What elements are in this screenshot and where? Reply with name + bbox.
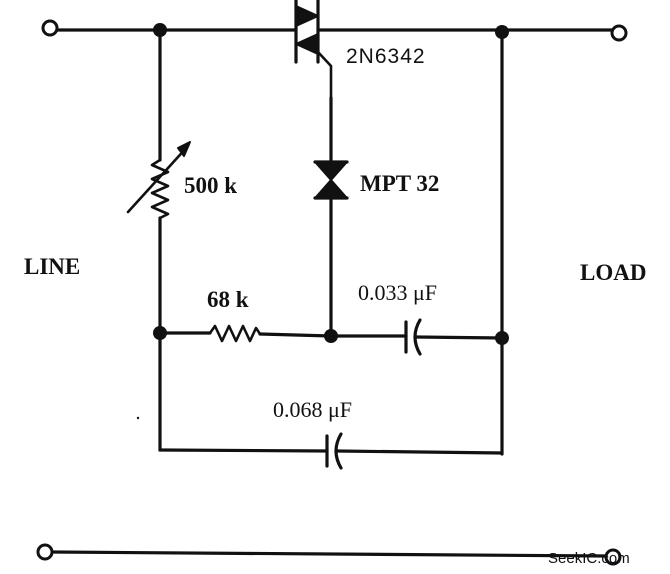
junction-dot <box>495 25 509 39</box>
load-terminal-bottom[interactable] <box>604 548 622 566</box>
capacitor-large-label: 0.068 μF <box>273 397 352 422</box>
load-label: LOAD <box>580 260 646 285</box>
resistor-68k <box>208 324 262 343</box>
line-terminal-top[interactable] <box>41 19 59 37</box>
line-terminal-bottom[interactable] <box>36 543 54 561</box>
line-label: LINE <box>24 254 80 279</box>
capacitor-small-label: 0.033 μF <box>358 280 437 305</box>
resistor-label: 68 k <box>207 287 249 312</box>
potentiometer-label: 500 k <box>184 173 237 198</box>
lower-wire <box>158 448 504 455</box>
capacitor-0.033uF <box>404 318 422 356</box>
junction-dot <box>324 329 338 343</box>
diac-label: MPT 32 <box>360 171 439 196</box>
stray-mark <box>136 416 140 420</box>
triac-symbol <box>294 0 333 100</box>
junction-dot <box>153 326 167 340</box>
diac-symbol <box>313 160 349 200</box>
load-terminal-top[interactable] <box>610 24 628 42</box>
triac-label: 2N6342 <box>346 45 426 68</box>
junction-dot <box>495 331 509 345</box>
junction-dot <box>153 23 167 37</box>
watermark-text: SeekIC.com <box>548 550 630 567</box>
bottom-rail <box>50 550 608 558</box>
potentiometer-500k <box>126 141 191 220</box>
middle-wire <box>158 331 504 340</box>
capacitor-0.068uF <box>325 432 343 470</box>
